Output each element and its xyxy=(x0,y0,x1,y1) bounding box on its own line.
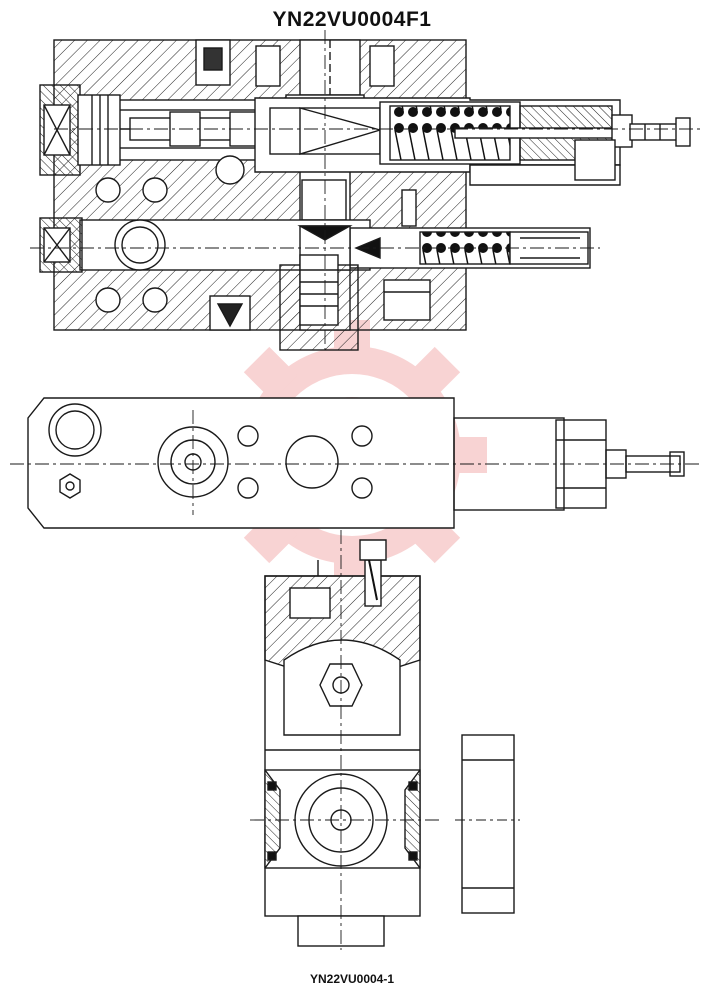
section-view-top xyxy=(30,30,700,351)
drawing-caption: YN22VU0004-1 xyxy=(309,972,395,986)
plate-view-right xyxy=(455,734,520,914)
elevation-view-middle xyxy=(10,397,700,529)
side-view-bottom xyxy=(250,530,440,950)
drawing-title: YN22VU0004F1 xyxy=(272,8,432,31)
